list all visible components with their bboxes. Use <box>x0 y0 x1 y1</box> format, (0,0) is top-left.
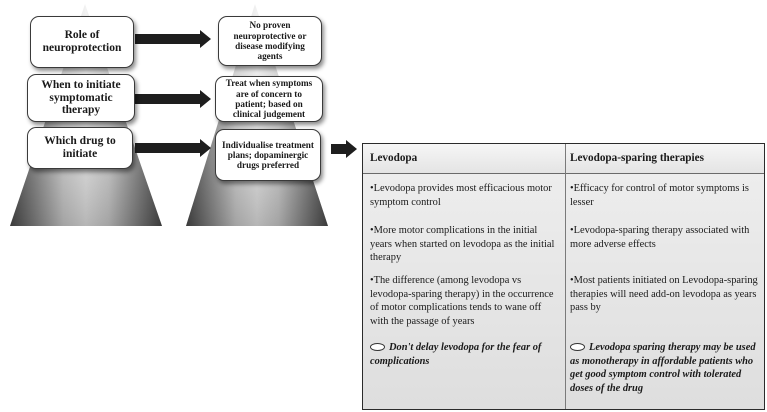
table-cell: •Levodopa provides most efficacious moto… <box>370 183 552 208</box>
right-box-no-proven-agents: No proven neuroprotective or disease mod… <box>218 16 322 66</box>
table-cell: •Most patients initiated on Levodopa-spa… <box>570 275 758 314</box>
left-box-which-drug: Which drug to initiate <box>27 127 133 169</box>
table-column-divider <box>565 144 566 409</box>
note-levodopa-sparing: Levodopa sparing therapy may be used as … <box>570 341 760 396</box>
right-box-individualise: Individualise treatment plans; dopaminer… <box>215 129 321 181</box>
header-levodopa: Levodopa <box>370 152 418 164</box>
arrow-3 <box>135 139 211 157</box>
note-levodopa-sparing-text: Levodopa sparing therapy may be used as … <box>570 342 756 395</box>
note-levodopa-text: Don't delay levodopa for the fear of com… <box>370 342 542 367</box>
oval-bullet-icon <box>570 342 585 351</box>
left-box-neuroprotection: Role of neuroprotection <box>30 16 134 68</box>
table-cell: •More motor complications in the initial… <box>370 225 555 264</box>
table-cell: •The difference (among levodopa vs levod… <box>370 275 554 328</box>
table-cell: •Levodopa-sparing therapy associated wit… <box>570 225 750 250</box>
left-box-initiate-therapy: When to initiate symptomatic therapy <box>27 74 135 122</box>
comparison-table: Levodopa Levodopa-sparing therapies •Lev… <box>362 143 765 410</box>
arrow-2 <box>135 90 211 108</box>
header-levodopa-sparing: Levodopa-sparing therapies <box>570 152 704 164</box>
oval-bullet-icon <box>370 342 385 351</box>
table-header <box>363 144 764 174</box>
note-levodopa: Don't delay levodopa for the fear of com… <box>370 341 560 368</box>
right-box-treat-symptoms: Treat when symptoms are of concern to pa… <box>215 76 323 122</box>
arrow-to-table <box>331 140 357 158</box>
arrow-1 <box>135 30 211 48</box>
table-cell: •Efficacy for control of motor symptoms … <box>570 183 749 208</box>
